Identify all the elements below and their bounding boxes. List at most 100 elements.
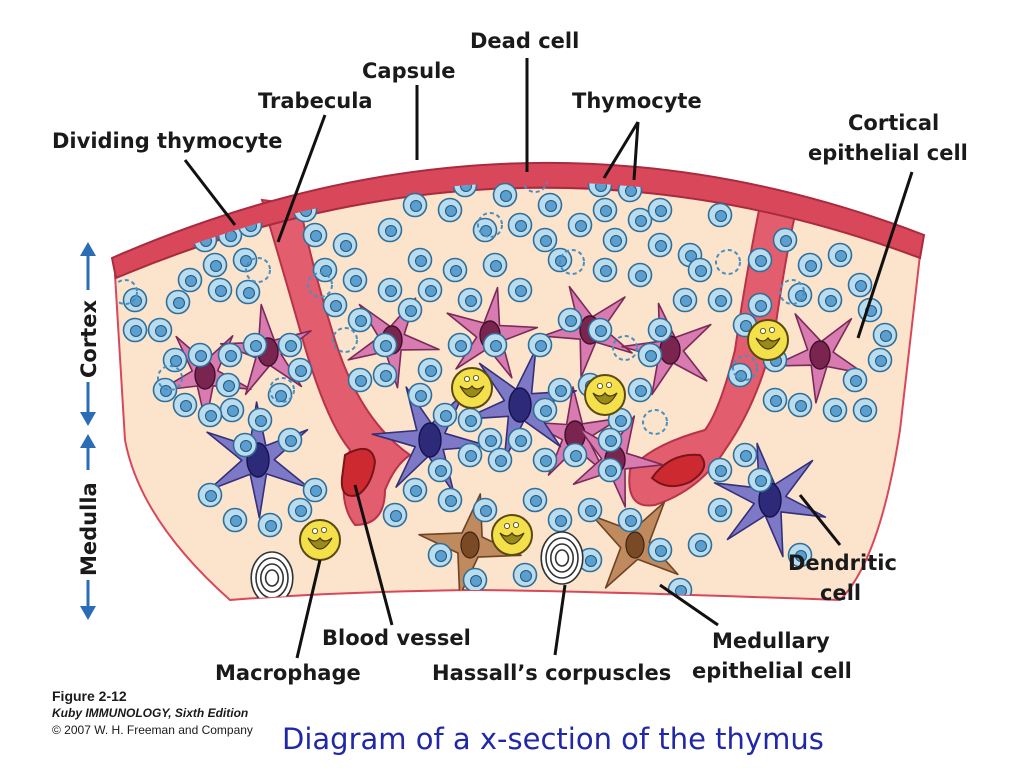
dead-cell	[779, 279, 805, 305]
thymocyte-nucleus	[655, 205, 667, 217]
macrophage-nucleus	[755, 336, 781, 350]
thymocyte-nucleus	[410, 485, 422, 497]
thymocyte-nucleus	[480, 225, 492, 237]
thymocyte-nucleus	[685, 250, 697, 262]
thymocyte-nucleus	[227, 405, 239, 417]
macrophage-nucleus	[592, 391, 618, 405]
thymocyte-nucleus	[405, 305, 417, 317]
thymocyte-nucleus	[875, 355, 887, 367]
dead-cell	[642, 409, 668, 435]
thymocyte-nucleus	[625, 185, 637, 197]
macrophages	[299, 319, 789, 561]
thymocyte-nucleus	[755, 475, 767, 487]
thymocyte-nucleus	[410, 200, 422, 212]
thymocyte-nucleus	[385, 225, 397, 237]
thymocyte-nucleus	[490, 260, 502, 272]
thymocyte-nucleus	[380, 370, 392, 382]
dead-cells	[115, 182, 805, 435]
thymocyte-nucleus	[240, 440, 252, 452]
macrophage-vesicle	[311, 528, 318, 535]
thymocyte-nucleus	[835, 250, 847, 262]
thymocyte-nucleus	[465, 415, 477, 427]
thymocyte-nucleus	[465, 295, 477, 307]
thymocyte-nucleus	[243, 287, 255, 299]
label-cortical-epithelial-2: epithelial cell	[808, 141, 968, 165]
dead-cell	[269, 377, 295, 403]
medullary-epithelial-nucleus	[460, 531, 480, 559]
label-dead-cell: Dead cell	[470, 29, 579, 53]
thymocyte-nucleus	[635, 270, 647, 282]
macrophage-nucleus	[499, 531, 525, 545]
thymocyte-nucleus	[715, 505, 727, 517]
label-medullary-2: epithelial cell	[692, 659, 852, 683]
thymocyte-nucleus	[535, 340, 547, 352]
thymocyte-nucleus	[585, 555, 597, 567]
thymocyte-nucleus	[655, 325, 667, 337]
thymocyte-nucleus	[540, 455, 552, 467]
thymocyte-nucleus	[805, 260, 817, 272]
leader-cortical-epithelial	[856, 171, 914, 339]
medullary-epithelial-cells	[418, 493, 679, 597]
thymocyte-nucleus	[310, 230, 322, 242]
label-cortical-epithelial-1: Cortical	[848, 111, 939, 135]
thymocyte-nucleus	[210, 260, 222, 272]
thymocyte-nucleus	[495, 455, 507, 467]
thymocyte-nucleus	[780, 235, 792, 247]
macrophage-vesicle	[769, 326, 776, 333]
dead-cell	[715, 249, 741, 275]
thymocyte-nucleus	[240, 255, 252, 267]
leader-dividing-thymocyte	[183, 159, 237, 226]
thymocyte-nucleus	[390, 510, 402, 522]
thymocyte-nucleus	[715, 465, 727, 477]
figure-number: Figure 2-12	[52, 688, 127, 704]
thymocyte-nucleus	[425, 365, 437, 377]
thymocyte-nucleus	[615, 415, 627, 427]
thymocyte-nucleus	[173, 297, 185, 309]
hassalls-corpuscle-layer	[259, 563, 284, 593]
leader-thymocyte-2	[632, 121, 640, 181]
thymocyte-nucleus	[635, 385, 647, 397]
label-thymocyte: Thymocyte	[572, 89, 702, 113]
thymocyte-nucleus	[465, 450, 477, 462]
thymocyte-nucleus	[715, 295, 727, 307]
leader-lines	[183, 58, 914, 659]
book-title: Kuby IMMUNOLOGY, Sixth Edition	[52, 706, 249, 720]
thymocyte-nucleus	[450, 265, 462, 277]
red-blood-cell	[340, 447, 377, 497]
label-hassalls: Hassall’s corpuscles	[432, 661, 671, 685]
dead-cell	[332, 327, 358, 353]
thymocyte-nucleus	[435, 465, 447, 477]
thymocyte-nucleus	[600, 265, 612, 277]
thymocyte-nucleus	[385, 285, 397, 297]
label-blood-vessel: Blood vessel	[322, 626, 471, 650]
thymocyte-nucleus	[470, 575, 482, 587]
thymocyte-nucleus	[545, 200, 557, 212]
macrophage-vesicle	[597, 382, 604, 389]
label-dendritic-2: cell	[820, 581, 861, 605]
thymocyte-nucleus	[480, 505, 492, 517]
thymocyte-nucleus	[425, 285, 437, 297]
thymocyte-nucleus	[285, 435, 297, 447]
leader-blood-vessel	[353, 484, 394, 626]
thymocyte-nucleus	[565, 315, 577, 327]
thymocyte-nucleus	[740, 320, 752, 332]
thymocyte-nucleus	[185, 275, 197, 287]
thymocyte-nucleus	[520, 570, 532, 582]
thymocyte-nucleus	[155, 325, 167, 337]
thymocyte-nucleus	[295, 365, 307, 377]
thymocyte-nucleus	[610, 235, 622, 247]
leader-trabecula	[276, 114, 327, 243]
thymocyte-nucleus	[330, 300, 342, 312]
thymocyte-nucleus	[770, 395, 782, 407]
macrophage-nucleus	[307, 536, 333, 550]
thymocyte-nucleus	[540, 235, 552, 247]
thymocyte-nucleus	[515, 285, 527, 297]
hassalls-corpuscle-layer	[549, 543, 574, 573]
thymocyte-nucleus	[435, 550, 447, 562]
thymocyte-nucleus	[755, 255, 767, 267]
dead-cell	[732, 355, 758, 381]
thymocyte-nucleus	[445, 495, 457, 507]
dendritic-nucleus	[418, 422, 442, 458]
dead-cell	[115, 279, 138, 305]
thymocyte-nucleus	[645, 350, 657, 362]
